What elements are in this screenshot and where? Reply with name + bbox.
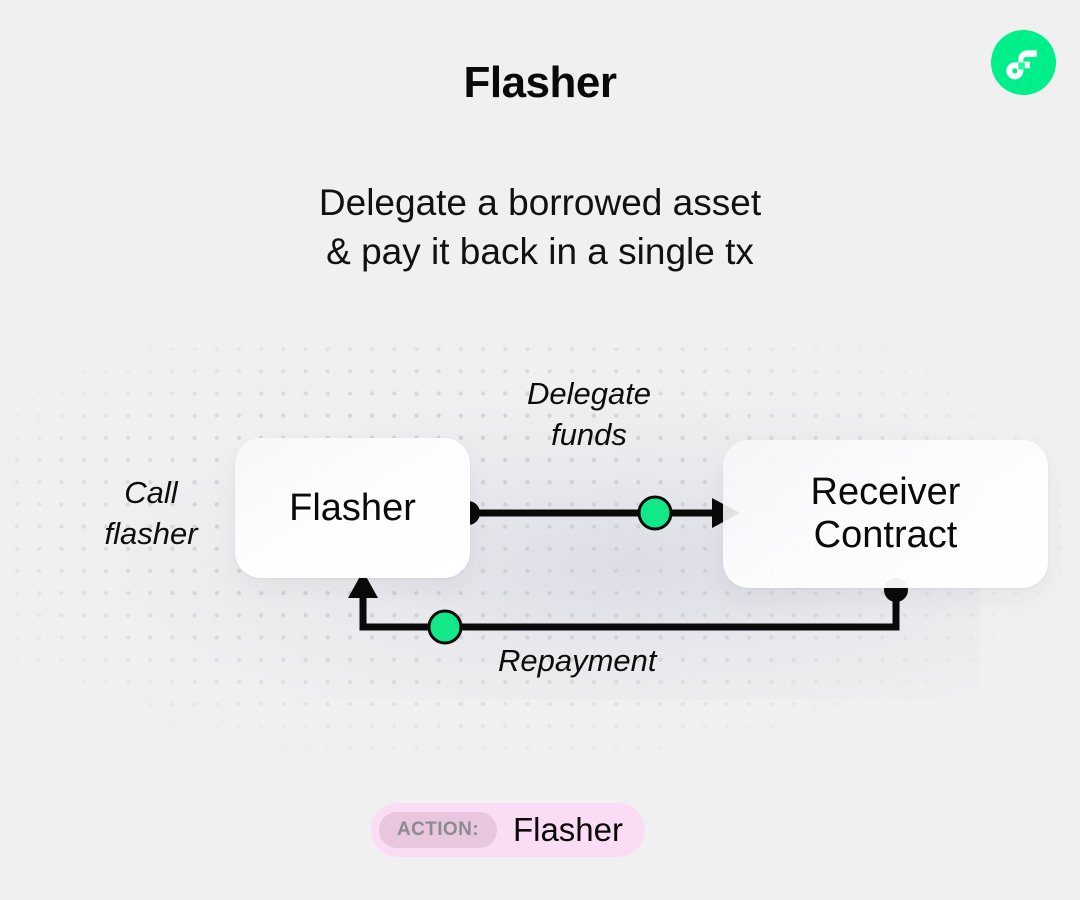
page-subtitle: Delegate a borrowed asset & pay it back … bbox=[0, 178, 1080, 276]
node-receiver-contract[interactable]: Receiver Contract bbox=[723, 440, 1048, 588]
call-flasher-line-1: Call bbox=[124, 475, 178, 510]
node-receiver-contract-label: Receiver Contract bbox=[811, 471, 961, 556]
repayment-line-1: Repayment bbox=[498, 643, 657, 678]
action-badge-value: Flasher bbox=[512, 811, 624, 848]
edge-delegate-funds bbox=[456, 495, 740, 531]
edge-label-delegate-funds: Delegate funds bbox=[489, 373, 689, 455]
node-receiver-line-1: Receiver bbox=[810, 471, 961, 514]
call-flasher-line-2: flasher bbox=[104, 516, 198, 551]
edge-repayment bbox=[348, 571, 908, 645]
action-badge: ACTION: Flasher bbox=[371, 803, 646, 857]
action-badge-key: ACTION: bbox=[379, 812, 497, 848]
delegate-funds-line-2: funds bbox=[551, 417, 627, 452]
token-repayment bbox=[427, 609, 463, 645]
edge-label-call-flasher: Call flasher bbox=[66, 472, 236, 554]
subtitle-line-2: & pay it back in a single tx bbox=[326, 231, 754, 272]
page-title: Flasher bbox=[463, 58, 617, 107]
node-receiver-line-2: Contract bbox=[813, 514, 958, 556]
subtitle-line-1: Delegate a borrowed asset bbox=[318, 182, 762, 223]
token-delegate bbox=[637, 495, 673, 531]
node-flasher[interactable]: Flasher bbox=[235, 438, 470, 578]
flow-logo bbox=[991, 30, 1056, 95]
edge-label-repayment: Repayment bbox=[498, 640, 657, 681]
node-flasher-label: Flasher bbox=[289, 486, 416, 529]
delegate-funds-line-1: Delegate bbox=[526, 376, 652, 411]
